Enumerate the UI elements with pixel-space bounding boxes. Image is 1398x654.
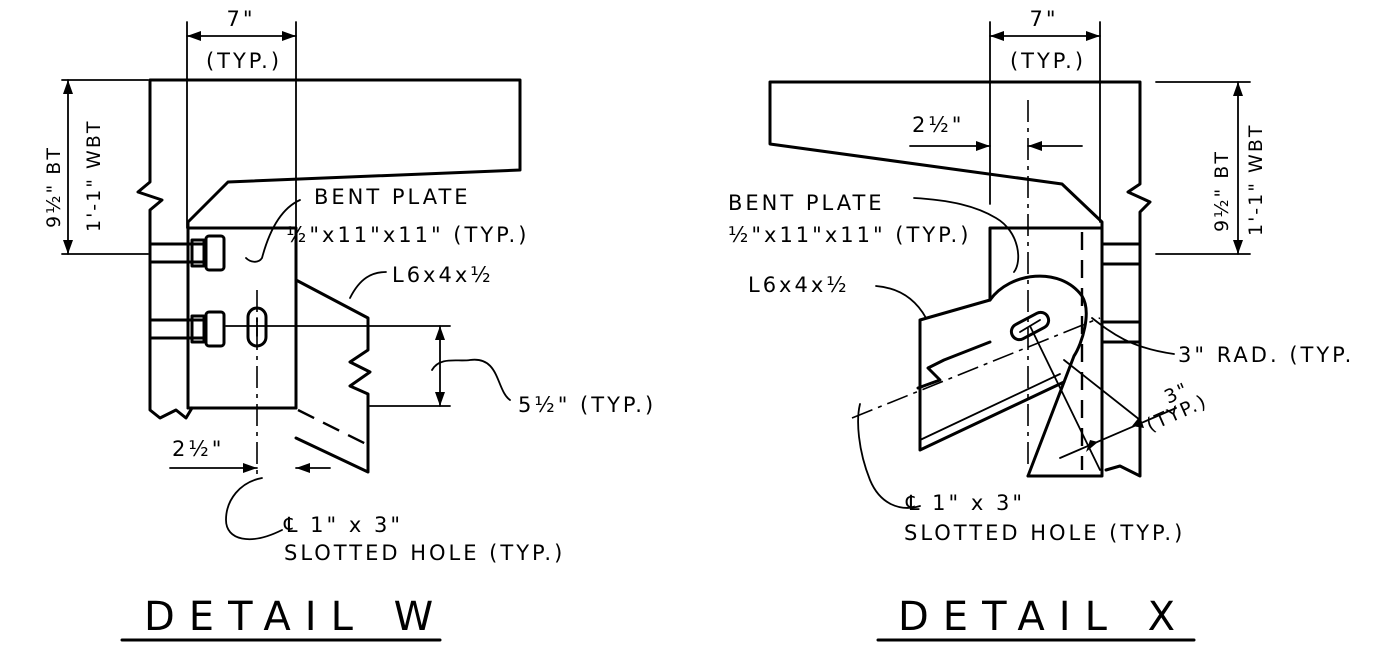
x-rounded-tab (988, 274, 1088, 478)
x-hole-label-1: ℄ 1" x 3" (905, 491, 1025, 515)
x-radius-label: 3" RAD. (TYP. (1178, 343, 1354, 367)
w-bent-plate (186, 226, 298, 410)
detail-x: 7" (TYP.) 2½" 9½" BT 1'-1" WBT (728, 7, 1354, 642)
w-top-dimension: 7" (TYP.) (186, 7, 297, 236)
detail-w: 7" (TYP.) 9½" BT 1'-1" WBT (43, 7, 656, 642)
w-offset-label: 2½" (172, 437, 224, 461)
w-dim-7-note: (TYP.) (206, 49, 282, 73)
x-title: DETAIL X (898, 594, 1189, 640)
x-plate-label-2: ½"x11"x11" (TYP.) (728, 223, 971, 247)
x-vertical-dimension: 9½" BT 1'-1" WBT (1155, 81, 1267, 255)
x-offset-label: 2½" (912, 113, 964, 137)
x-dim-7-value: 7" (1029, 7, 1058, 31)
w-hole-label-2: SLOTTED HOLE (TYP.) (284, 541, 565, 565)
x-angle-label: L6x4x½ (748, 273, 850, 297)
x-beam-outline (768, 80, 1152, 478)
w-plate-label-2: ½"x11"x11" (TYP.) (286, 223, 529, 247)
x-dim-7-note: (TYP.) (1010, 49, 1086, 73)
x-top-dimension: 7" (TYP.) (989, 7, 1101, 223)
x-plate-label-1: BENT PLATE (728, 191, 885, 215)
w-dim-wbt: 1'-1" WBT (83, 120, 105, 232)
w-title: DETAIL W (144, 594, 447, 640)
x-angle (916, 298, 1066, 452)
w-angle (294, 278, 372, 474)
w-vertical-dimension: 9½" BT 1'-1" WBT (43, 79, 149, 255)
w-hole-label-1: ℄ 1" x 3" (283, 513, 403, 537)
w-beam-outline (136, 78, 522, 420)
w-bolts (148, 234, 226, 348)
w-angle-label: L6x4x½ (392, 263, 494, 287)
w-dim-7-value: 7" (226, 7, 255, 31)
x-bolts (1100, 242, 1142, 344)
w-dim-bt: 9½" BT (43, 146, 65, 228)
w-plate-label-1: BENT PLATE (314, 185, 471, 209)
w-spacing-label: 5½" (TYP.) (518, 393, 656, 417)
x-hole-label-2: SLOTTED HOLE (TYP.) (904, 521, 1185, 545)
x-dim-bt: 9½" BT (1211, 150, 1233, 232)
x-dim-wbt: 1'-1" WBT (1245, 124, 1267, 236)
